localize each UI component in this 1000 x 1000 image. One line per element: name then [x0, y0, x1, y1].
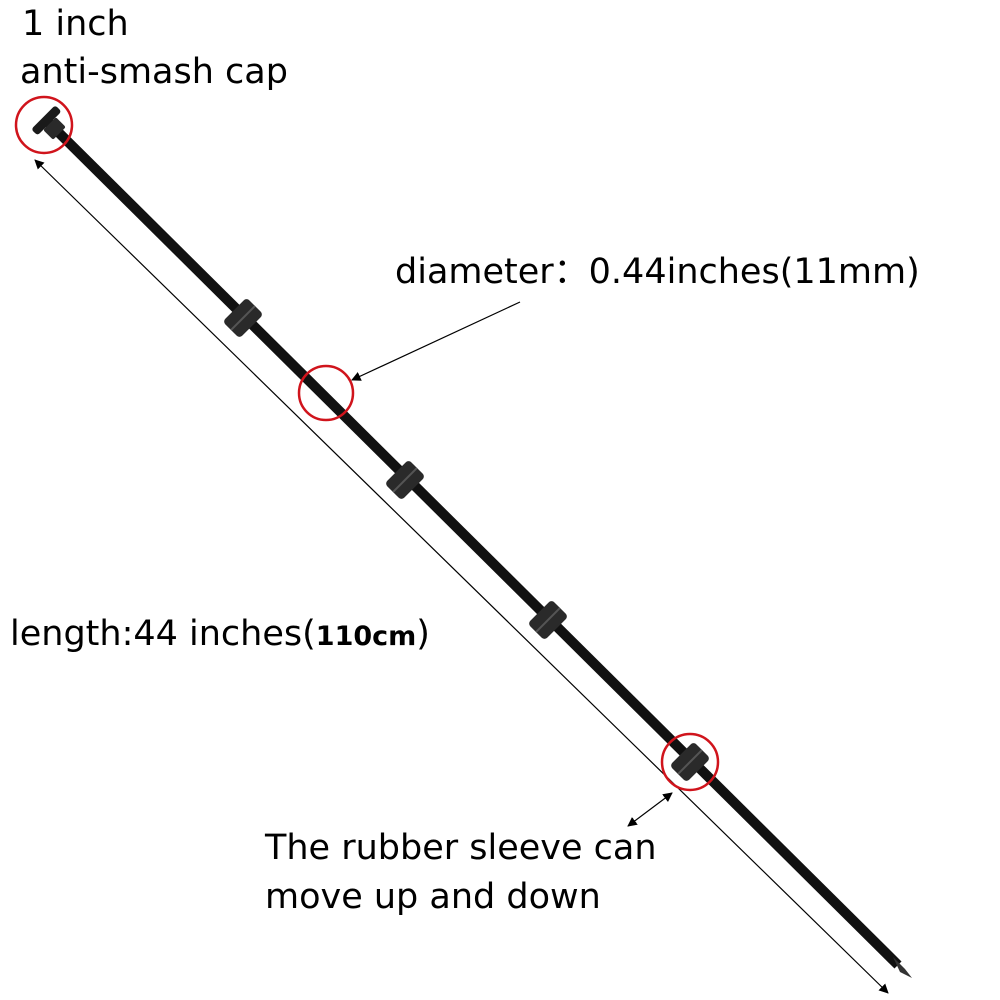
length-metric: 110cm	[315, 621, 417, 652]
length-suffix: )	[416, 614, 430, 654]
diameter-highlight-circle	[297, 364, 355, 422]
length-imperial: length:44 inches(	[10, 614, 316, 654]
rubber-sleeve	[224, 299, 262, 337]
cap-label-line2: anti-smash cap	[20, 52, 288, 92]
diameter-label: diameter：0.44inches(11mm)	[395, 252, 920, 292]
length-label: length:44 inches(110cm)	[10, 612, 430, 659]
sleeve-label-line2: move up and down	[265, 877, 601, 917]
rubber-sleeve	[386, 461, 424, 499]
cap-highlight-circle	[14, 95, 74, 155]
length-dimension-line	[34, 159, 889, 994]
rubber-sleeve	[529, 601, 567, 639]
sleeve-pointer-arrow	[627, 792, 673, 827]
rod	[44, 118, 902, 969]
diameter-pointer-arrow	[351, 301, 521, 381]
sleeve-label-line1: The rubber sleeve can	[265, 828, 657, 868]
rubber-sleeve	[671, 743, 709, 781]
sleeve-highlight-circle	[660, 732, 720, 792]
anti-smash-cap	[32, 106, 65, 139]
cap-label-line1: 1 inch	[22, 4, 129, 44]
rod-tip	[893, 957, 912, 978]
